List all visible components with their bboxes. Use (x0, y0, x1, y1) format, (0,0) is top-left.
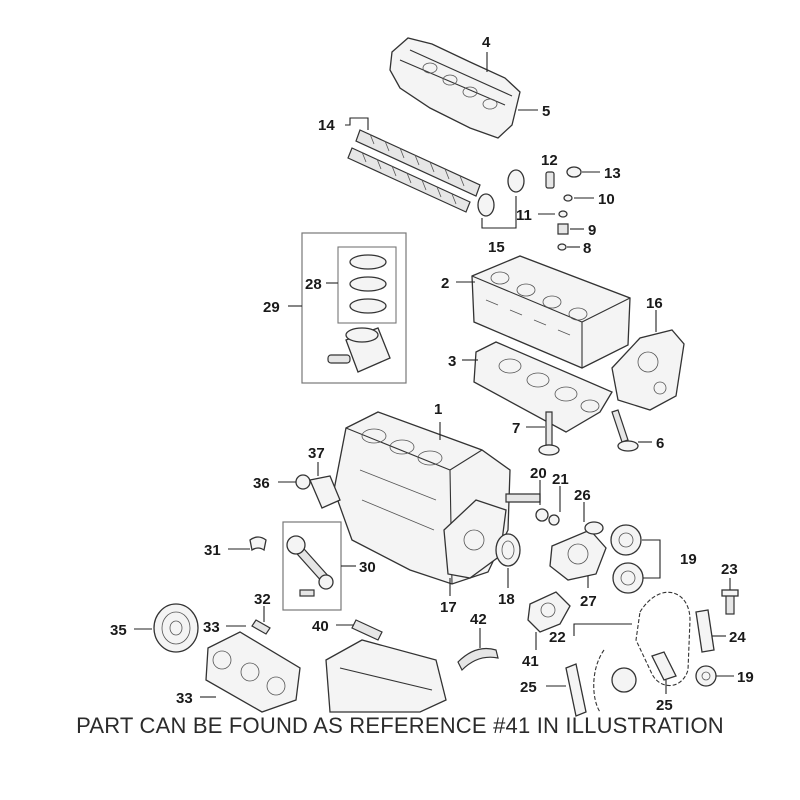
ref-18: 18 (498, 591, 515, 608)
ref-42: 42 (470, 611, 487, 628)
ref-23: 23 (721, 561, 738, 578)
exhaust-valve-part (611, 409, 639, 452)
ref-1: 1 (434, 401, 442, 418)
rod-bearing-part (249, 536, 267, 552)
ref-30: 30 (359, 559, 376, 576)
ref-25-left: 25 (520, 679, 537, 696)
valve-cover-part (389, 37, 521, 139)
oil-pan-part (325, 639, 447, 713)
ref-28: 28 (305, 276, 322, 293)
ref-32: 32 (254, 591, 271, 608)
ref-4: 4 (482, 34, 491, 51)
crankshaft-part (205, 619, 301, 713)
piston-kit-box (301, 232, 407, 384)
ref-2: 2 (441, 275, 449, 292)
water-pump-part (549, 521, 607, 581)
head-gasket-part (473, 341, 613, 433)
ref-31: 31 (204, 542, 221, 559)
ref-10: 10 (598, 191, 615, 208)
camshaft-part (347, 129, 481, 213)
timing-cover-upper-part (611, 329, 685, 411)
front-crank-seal-part (495, 533, 521, 567)
chain-guide-part (695, 609, 715, 653)
ref-26: 26 (574, 487, 591, 504)
ref-15: 15 (488, 239, 505, 256)
ref-16: 16 (646, 295, 663, 312)
ref-7: 7 (512, 420, 520, 437)
ref-6: 6 (656, 435, 664, 452)
crank-pulley-part (153, 603, 199, 653)
chain-guide-rail-part (565, 651, 677, 717)
ref-24: 24 (729, 629, 746, 646)
cam-seal-part (477, 169, 525, 217)
oil-filter-bracket-part (295, 474, 341, 509)
connecting-rod-box (282, 521, 342, 611)
ref-19-upper: 19 (680, 551, 697, 568)
ref-8: 8 (583, 240, 591, 257)
timing-chain-part (593, 591, 691, 713)
ref-37: 37 (308, 445, 325, 462)
ref-14: 14 (318, 117, 335, 134)
ref-22: 22 (549, 629, 566, 646)
reference-caption: PART CAN BE FOUND AS REFERENCE #41 IN IL… (76, 713, 724, 738)
ref-33-lower: 33 (176, 690, 193, 707)
ref-3: 3 (448, 353, 456, 370)
ref-27: 27 (580, 593, 597, 610)
ref-5: 5 (542, 103, 550, 120)
cam-sprocket-part (610, 524, 644, 594)
ref-35: 35 (110, 622, 127, 639)
ref-20: 20 (530, 465, 547, 482)
intake-valve-part (538, 411, 560, 456)
dipstick-tube-part (351, 619, 383, 641)
ref-25-right: 25 (656, 697, 673, 714)
ref-21: 21 (552, 471, 569, 488)
idler-pulley-part (695, 665, 717, 687)
ref-36: 36 (253, 475, 270, 492)
cylinder-head-part (471, 255, 631, 369)
oil-pump-part (527, 591, 571, 633)
ref-13: 13 (604, 165, 621, 182)
coolant-pipe-part (505, 493, 560, 526)
ref-40: 40 (312, 618, 329, 635)
ref-19-lower: 19 (737, 669, 754, 686)
ref-17: 17 (440, 599, 457, 616)
ref-33-upper: 33 (203, 619, 220, 636)
ref-41: 41 (522, 653, 539, 670)
ref-12: 12 (541, 152, 558, 169)
valve-small-parts (545, 166, 582, 251)
ref-11: 11 (516, 207, 532, 224)
ref-29: 29 (263, 299, 280, 316)
ref-9: 9 (588, 222, 596, 239)
tensioner-bolt-part (721, 589, 739, 615)
oil-pickup-tube-part (457, 647, 499, 672)
